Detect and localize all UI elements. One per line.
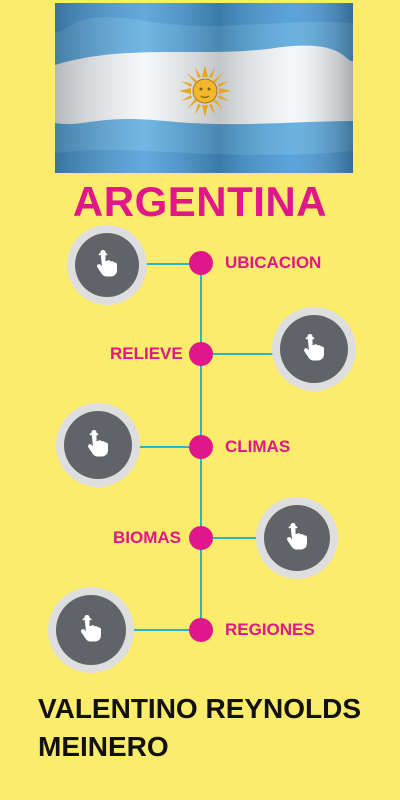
label-ubicacion[interactable]: UBICACION xyxy=(225,253,322,272)
timeline-dot xyxy=(189,618,213,642)
author-name: VALENTINO REYNOLDS MEINERO xyxy=(38,690,378,766)
hand-pointer-icon xyxy=(284,521,310,556)
connector-line xyxy=(130,629,201,631)
label-relieve[interactable]: RELIEVE xyxy=(110,344,183,363)
author-line-1: VALENTINO REYNOLDS xyxy=(38,693,362,724)
label-regiones[interactable]: REGIONES xyxy=(225,620,315,639)
label-climas[interactable]: CLIMAS xyxy=(225,437,291,456)
ubicacion-button[interactable] xyxy=(67,225,147,305)
connector-line xyxy=(135,446,201,448)
timeline-dot xyxy=(189,435,213,459)
climas-button[interactable] xyxy=(56,403,140,487)
connector-line xyxy=(201,353,276,355)
biomas-button[interactable] xyxy=(256,497,338,579)
hand-pointer-icon xyxy=(85,428,111,463)
page-title: ARGENTINA xyxy=(72,178,328,225)
hand-pointer-icon xyxy=(78,613,104,648)
connector-line xyxy=(201,537,263,539)
timeline-dot xyxy=(189,526,213,550)
relieve-button[interactable] xyxy=(272,307,356,391)
author-line-2: MEINERO xyxy=(38,731,169,762)
timeline-dot xyxy=(189,342,213,366)
sun-of-may-icon xyxy=(179,65,231,117)
hand-pointer-icon xyxy=(301,332,327,367)
connector-line xyxy=(145,263,201,265)
hand-pointer-icon xyxy=(94,248,120,283)
regiones-button[interactable] xyxy=(48,587,134,673)
argentina-flag-image xyxy=(55,3,353,173)
label-biomas[interactable]: BIOMAS xyxy=(113,528,181,547)
timeline-dot xyxy=(189,251,213,275)
